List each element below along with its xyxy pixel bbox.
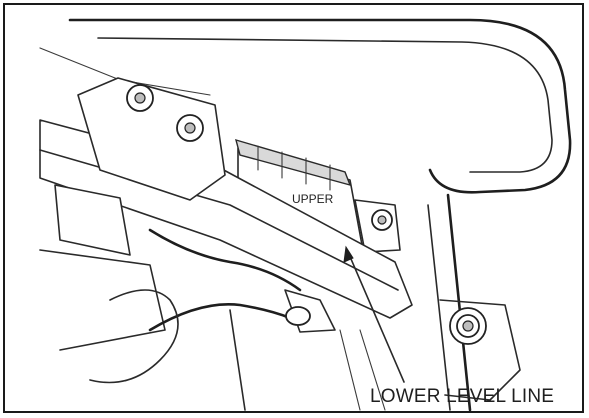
callout-arrowhead <box>343 245 354 263</box>
hose-loop <box>89 289 179 384</box>
upper-bracket <box>77 77 226 201</box>
upper-bolt-left-hex <box>134 92 146 104</box>
callout-lower-level-line: LOWER LEVEL LINE <box>370 386 555 407</box>
callout-leader <box>347 251 405 383</box>
frame-tube-outer <box>68 18 572 194</box>
reservoir-ribs <box>257 145 331 191</box>
frame-right-member-edge <box>427 204 451 411</box>
pipe-fitting-nut <box>285 306 311 326</box>
upper-bolt-right-hex <box>184 122 196 134</box>
lower-hardware <box>339 329 386 411</box>
reservoir-cap <box>235 138 352 187</box>
pivot-bolt-hex <box>462 320 474 332</box>
reservoir-label: UPPER <box>292 192 334 206</box>
pivot-bracket <box>439 299 521 401</box>
left-housing <box>54 184 131 256</box>
frame-right-member <box>446 193 472 412</box>
hose-lower <box>148 303 292 332</box>
hose-upper <box>148 228 302 292</box>
bracket-bolt-upper-hex <box>377 215 387 225</box>
frame-tube-inner <box>97 37 553 173</box>
left-housing-lower <box>39 249 166 351</box>
hose-down <box>229 309 246 411</box>
